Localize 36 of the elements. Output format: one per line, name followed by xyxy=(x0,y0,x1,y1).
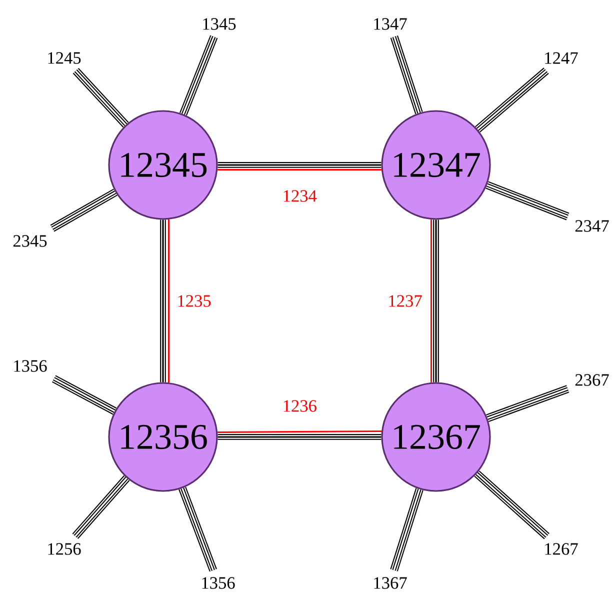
multi-line-edge xyxy=(390,488,424,572)
leg-label: 1256 xyxy=(48,543,81,555)
line xyxy=(430,220,432,382)
edge-label: 1234 xyxy=(284,190,317,202)
multi-line-edge xyxy=(218,434,382,440)
edge-label: 1236 xyxy=(284,400,316,412)
leg-label: 1347 xyxy=(374,18,407,30)
leg-label: 2347 xyxy=(575,220,609,232)
edge-label: 1235 xyxy=(178,295,211,307)
multi-line-edge xyxy=(72,68,129,128)
leg-label: 1356 xyxy=(202,577,235,589)
multi-line-edge xyxy=(218,162,382,168)
leg-label: 2345 xyxy=(13,235,47,247)
multi-line-edge xyxy=(50,188,118,232)
multi-line-edge xyxy=(180,35,218,116)
multi-line-edge xyxy=(52,375,117,415)
leg-label: 1345 xyxy=(203,18,236,30)
leg-label: 1267 xyxy=(545,543,578,555)
multi-line-edge xyxy=(486,181,570,220)
line xyxy=(218,169,382,170)
leg-label: 1367 xyxy=(374,577,407,589)
multi-line-edge xyxy=(433,220,439,382)
multi-line-edge xyxy=(474,470,550,540)
multi-line-edge xyxy=(475,68,549,132)
leg-label: 1247 xyxy=(545,52,578,64)
leg-label: 2367 xyxy=(575,374,609,386)
edge-label: 1237 xyxy=(389,295,422,307)
multi-line-edge xyxy=(486,385,570,422)
line xyxy=(218,430,382,433)
leg-label: 1356 xyxy=(14,360,47,372)
leg-label: 1245 xyxy=(48,52,81,64)
line xyxy=(168,220,170,382)
multi-line-edge xyxy=(390,36,423,114)
multi-line-edge xyxy=(160,220,166,382)
multi-line-edge xyxy=(178,486,217,572)
multi-line-edge xyxy=(72,475,130,539)
